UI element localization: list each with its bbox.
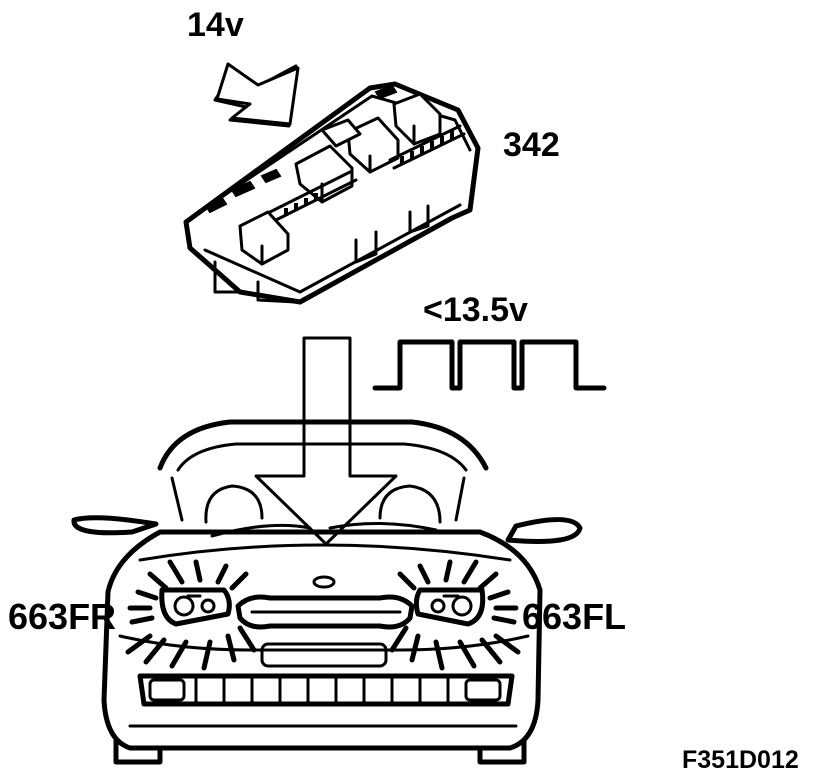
figure-code-label: F351D012 (682, 746, 799, 774)
down-arrow (254, 336, 398, 546)
headlamp-right (159, 587, 232, 627)
supply-arrow (213, 62, 300, 128)
headlamp-right-rays (125, 559, 257, 671)
headlamp-left-label: 663FL (522, 596, 627, 637)
pwm-waveform (372, 339, 607, 391)
headlamp-left-rays (389, 559, 521, 671)
relay-box (183, 81, 481, 305)
relay-box-label: 342 (503, 126, 560, 164)
headlamp-left (413, 587, 486, 627)
pwm-voltage-label: <13.5v (423, 291, 528, 329)
car-front-view (71, 419, 583, 765)
headlamp-right-label: 663FR (8, 596, 117, 637)
supply-voltage-label: 14v (187, 6, 244, 44)
